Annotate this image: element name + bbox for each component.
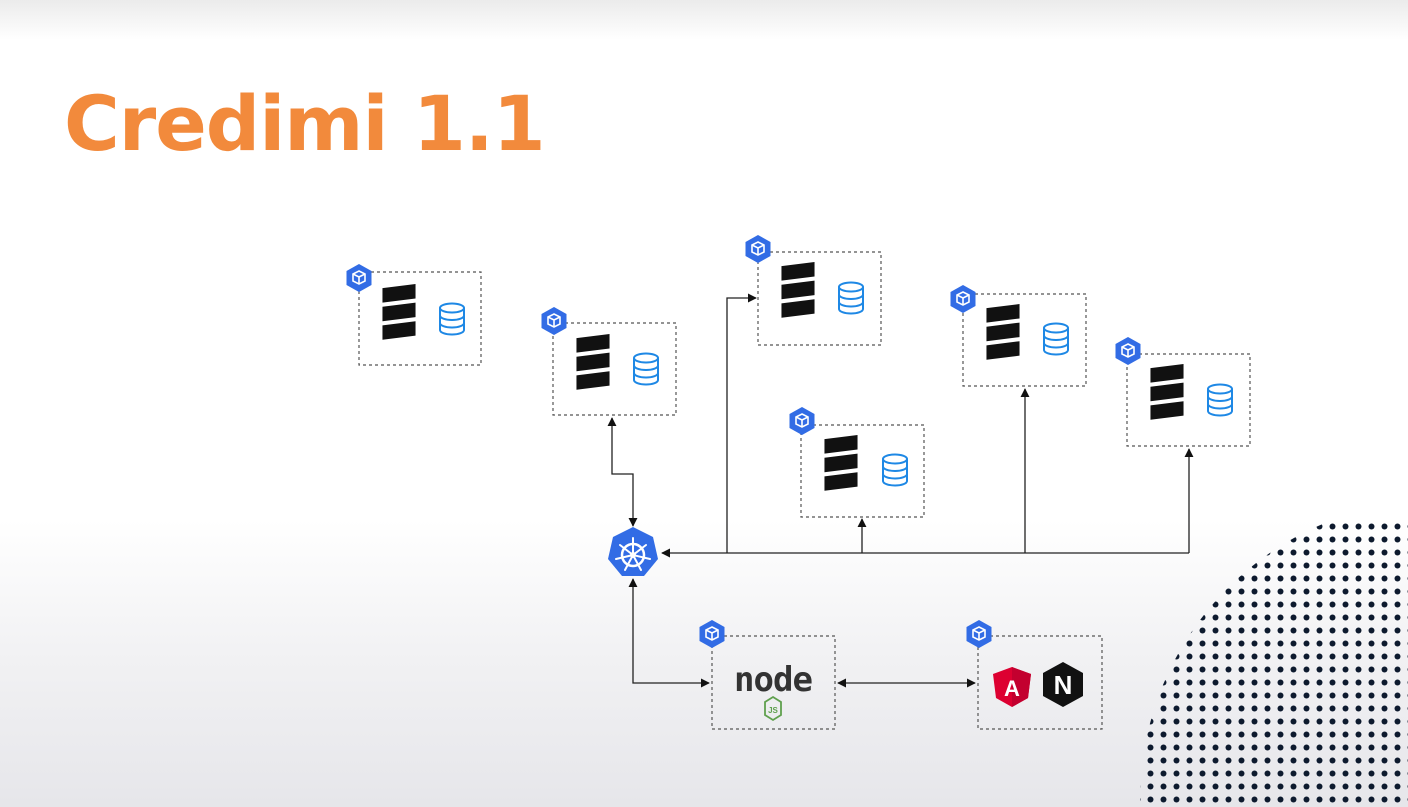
database-icon xyxy=(633,352,659,386)
connectors xyxy=(607,293,1194,688)
kubernetes-pod-icon xyxy=(965,619,993,649)
elasticsearch-icon xyxy=(781,262,815,318)
kubernetes-pod-icon xyxy=(540,306,568,336)
database-icon xyxy=(838,281,864,315)
database-icon xyxy=(1207,383,1233,417)
kubernetes-pod-icon xyxy=(1114,336,1142,366)
pod-box-db-4 xyxy=(962,293,1087,387)
svg-text:node: node xyxy=(734,660,812,700)
kubernetes-pod-icon xyxy=(345,263,373,293)
svg-text:JS: JS xyxy=(768,706,778,715)
database-icon xyxy=(1043,322,1069,356)
slide-title: Credimi 1.1 xyxy=(64,79,546,168)
kubernetes-pod-icon xyxy=(949,284,977,314)
pod-box-db-2 xyxy=(552,322,677,416)
pod-box-db-6 xyxy=(1126,353,1251,447)
nodejs-icon: node JS xyxy=(734,660,813,722)
pod-boxes xyxy=(358,251,1251,730)
kubernetes-pod-icon xyxy=(698,619,726,649)
elasticsearch-icon xyxy=(1150,364,1184,420)
database-icon xyxy=(882,453,908,487)
pod-box-nodejs xyxy=(711,635,836,730)
svg-text:A: A xyxy=(1004,676,1020,701)
elasticsearch-icon xyxy=(382,284,416,340)
connector-db2-hub xyxy=(607,417,638,527)
connector-hub-nodejs xyxy=(628,578,710,688)
elasticsearch-icon xyxy=(986,304,1020,360)
angular-icon: A xyxy=(993,667,1031,707)
svg-text:N: N xyxy=(1054,670,1073,700)
kubernetes-pod-icon xyxy=(788,406,816,436)
kubernetes-helm-icon xyxy=(608,527,658,576)
kubernetes-pod-icon xyxy=(744,234,772,264)
database-icon xyxy=(439,302,465,336)
pod-box-db-3 xyxy=(757,251,882,346)
pod-box-db-1 xyxy=(358,271,482,366)
pod-box-db-5 xyxy=(800,424,925,518)
connector-db3 xyxy=(726,293,757,553)
nginx-icon: N xyxy=(1043,662,1083,707)
elasticsearch-icon xyxy=(824,435,858,491)
pod-box-frontend xyxy=(977,635,1103,730)
elasticsearch-icon xyxy=(576,334,610,390)
